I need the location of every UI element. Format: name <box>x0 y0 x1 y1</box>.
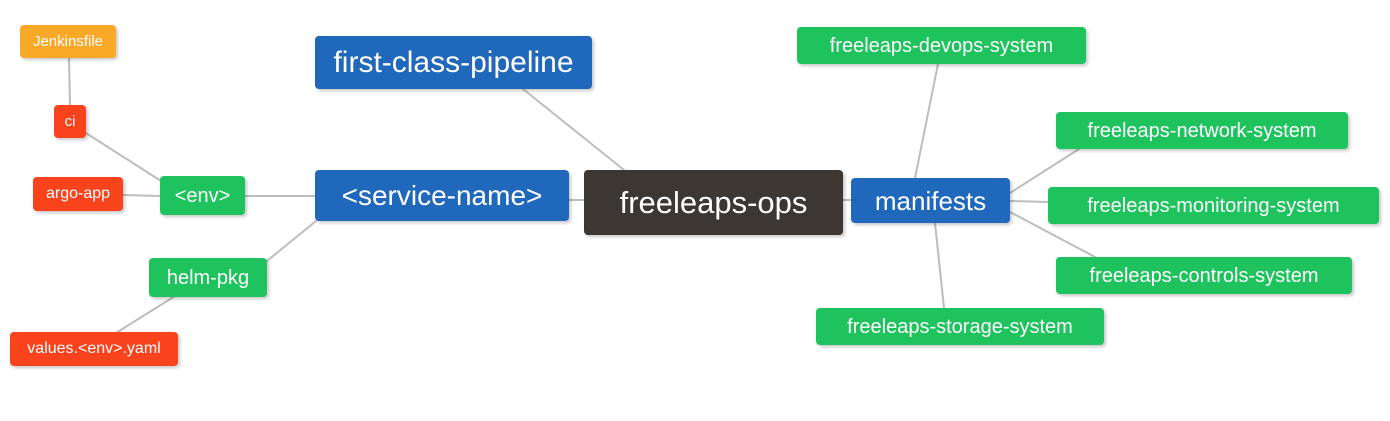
node-freeleaps-controls-system[interactable]: freeleaps-controls-system <box>1056 257 1352 294</box>
edge-manifests-monitoring <box>1009 200 1049 203</box>
node-label-argo-app: argo-app <box>45 185 111 202</box>
node-manifests[interactable]: manifests <box>851 178 1010 223</box>
edge-manifests-storage <box>934 222 945 309</box>
node-label-ci: ci <box>64 113 76 130</box>
node-helm-pkg[interactable]: helm-pkg <box>149 258 267 297</box>
node-label-helm-pkg: helm-pkg <box>166 266 250 289</box>
node-env[interactable]: <env> <box>160 176 245 215</box>
node-label-manifests: manifests <box>874 185 987 216</box>
edge-manifests-devops <box>914 63 939 179</box>
node-freeleaps-network-system[interactable]: freeleaps-network-system <box>1056 112 1348 149</box>
node-freeleaps-storage-system[interactable]: freeleaps-storage-system <box>816 308 1104 345</box>
node-freeleaps-devops-system[interactable]: freeleaps-devops-system <box>797 27 1086 64</box>
node-argo-app[interactable]: argo-app <box>33 177 123 211</box>
node-label-freeleaps-ops: freeleaps-ops <box>619 185 808 220</box>
node-label-env: <env> <box>174 184 231 207</box>
node-ci[interactable]: ci <box>54 105 86 138</box>
node-label-freeleaps-devops-system: freeleaps-devops-system <box>829 34 1054 57</box>
node-label-first-class-pipeline: first-class-pipeline <box>333 45 574 79</box>
edge-ci-env <box>85 132 162 182</box>
edge-jenkinsfile-ci <box>68 57 71 106</box>
node-first-class-pipeline[interactable]: first-class-pipeline <box>315 36 592 89</box>
node-values-yaml[interactable]: values.<env>.yaml <box>10 332 178 366</box>
node-label-values-yaml: values.<env>.yaml <box>27 340 161 357</box>
node-label-freeleaps-monitoring-system: freeleaps-monitoring-system <box>1087 194 1340 217</box>
node-label-jenkinsfile: Jenkinsfile <box>32 33 104 50</box>
node-label-freeleaps-network-system: freeleaps-network-system <box>1087 119 1317 142</box>
node-freeleaps-monitoring-system[interactable]: freeleaps-monitoring-system <box>1048 187 1379 224</box>
node-label-freeleaps-controls-system: freeleaps-controls-system <box>1089 264 1319 287</box>
node-label-freeleaps-storage-system: freeleaps-storage-system <box>847 315 1073 338</box>
node-jenkinsfile[interactable]: Jenkinsfile <box>20 25 116 58</box>
edge-argoapp-env <box>122 194 161 197</box>
node-label-service-name: <service-name> <box>341 179 543 211</box>
edge-pipeline-ops <box>522 88 625 171</box>
node-service-name[interactable]: <service-name> <box>315 170 569 221</box>
edge-servicename-helmpkg <box>266 220 317 262</box>
edge-helmpkg-valuesyaml <box>115 295 176 334</box>
node-freeleaps-ops[interactable]: freeleaps-ops <box>584 170 843 235</box>
